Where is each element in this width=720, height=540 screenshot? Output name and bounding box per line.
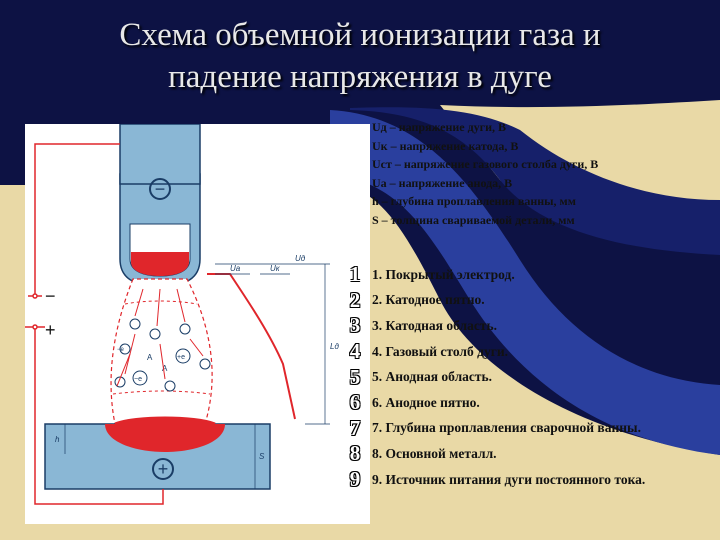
item-text: 4. Газовый столб дуги.	[372, 343, 508, 359]
list-item: 7 7. Глубина проплавления сварочной ванны…	[340, 416, 720, 442]
ion-9	[199, 358, 211, 370]
ion-2	[149, 328, 161, 340]
weld-pool	[105, 424, 225, 452]
anode-region	[112, 390, 211, 395]
item-text: 8. Основной металл.	[372, 445, 497, 461]
title-line-2: падение напряжения в дуге	[168, 59, 552, 95]
cathode-minus-sign: −	[155, 179, 166, 199]
item-number: 9	[349, 467, 361, 492]
item-number: 7	[349, 415, 361, 440]
item-text: 3. Катодная область.	[372, 317, 497, 333]
item-text: 9. Источник питания дуги постоянного ток…	[372, 471, 646, 487]
item-text: 6. Анодное пятно.	[372, 394, 480, 410]
ion-arrows	[116, 288, 204, 387]
ion-3	[179, 323, 191, 335]
dim-ud: Uд	[295, 254, 306, 263]
ion-label-e: −e	[134, 376, 142, 383]
list-item: 4 4. Газовый столб дуги.	[340, 339, 720, 365]
cathode-minus-circle	[149, 178, 171, 200]
list-item: 3 3. Катодная область.	[340, 313, 720, 339]
anode-plus-circle	[152, 458, 174, 480]
ion-4	[119, 343, 131, 355]
list-item: 8 8. Основной металл.	[340, 441, 720, 467]
component-list: 1 1. Покрытый электрод. 2 2. Катодное пятн…	[340, 262, 720, 492]
ion-6	[132, 370, 148, 386]
item-number: 2	[349, 287, 361, 312]
list-item: 9 9. Источник питания дуги постоянного то…	[340, 467, 720, 493]
item-number: 3	[349, 313, 361, 338]
electrode-top	[119, 123, 201, 185]
ion-label-a: A	[147, 353, 153, 362]
anode-plus-sign: +	[158, 459, 169, 479]
item-text: 7. Глубина проплавления сварочной ванны.	[372, 420, 641, 436]
arc-diagram: − A A −e +e −e	[25, 123, 370, 524]
list-item: 1 1. Покрытый электрод.	[340, 262, 720, 288]
ion-8	[164, 380, 176, 392]
list-item: 2 2. Катодное пятно.	[340, 288, 720, 314]
dim-uk: Uк	[270, 264, 281, 273]
legend-uk: Uк – напряжение катода, В	[372, 138, 519, 153]
dim-ld: Lд	[330, 342, 339, 351]
cathode-region	[124, 300, 198, 305]
ions: A A −e +e −e	[114, 318, 211, 392]
list-item: 5 5. Анодная область.	[340, 364, 720, 390]
dim-s: S	[259, 452, 265, 461]
ion-label-e2: −e	[117, 347, 125, 353]
item-number: 4	[349, 339, 361, 364]
slide-title: Схема объемной ионизации газа и падение …	[0, 14, 720, 98]
list-item: 6 6. Анодное пятно.	[340, 390, 720, 416]
symbol-legend: Uд – напряжение дуги, В Uк – напряжение …	[372, 118, 712, 229]
item-number: 5	[349, 364, 361, 389]
legend-s: S – толщина свариваемой детали, мм	[372, 212, 575, 227]
power-circuit	[25, 143, 164, 505]
item-number: 8	[349, 441, 361, 466]
item-number: 1	[349, 262, 361, 287]
background-blue-swoosh	[330, 110, 720, 455]
dim-h: h	[55, 435, 60, 444]
background-navy-band	[350, 107, 720, 255]
legend-ust: Uст – напряжение газового столба дуги, В	[372, 157, 599, 171]
arc-diagram-svg: − A A −e +e −e	[25, 123, 339, 505]
title-line-1: Схема объемной ионизации газа и	[119, 17, 601, 53]
dim-ua: Uа	[230, 264, 241, 273]
ion-1	[129, 318, 141, 330]
dimension-lines	[64, 263, 330, 489]
item-number: 6	[349, 390, 361, 415]
legend-ua: Uа – напряжение анода, В	[372, 175, 513, 190]
ion-label-a2: A	[162, 364, 168, 373]
ion-label-ei: +e	[177, 354, 185, 361]
anode-spot	[114, 416, 216, 426]
item-text: 1. Покрытый электрод.	[372, 266, 515, 282]
ion-5	[175, 348, 191, 364]
legend-h: h – глубина проплавления ванны, мм	[372, 194, 576, 208]
legend-ud: Uд – напряжение дуги, В	[372, 120, 507, 134]
cathode-spot	[131, 252, 189, 276]
item-text: 5. Анодная область.	[372, 369, 493, 385]
item-text: 2. Катодное пятно.	[372, 292, 485, 308]
wire-plus-label: +	[45, 320, 56, 340]
voltage-drop-curve	[207, 273, 296, 420]
wire-minus-label: −	[45, 286, 56, 306]
